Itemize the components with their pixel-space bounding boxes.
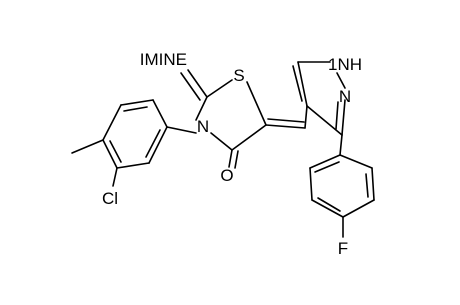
bond-c4-c5-inner [292, 65, 303, 102]
bond-ar6 [309, 154, 341, 169]
methine-bridge [265, 105, 308, 129]
pyrazole-ring [292, 61, 346, 136]
pyrazole-nh-label: 1NH [328, 55, 362, 74]
bond-ar-inner3 [314, 161, 340, 173]
bond-ar1 [339, 154, 373, 169]
bond-c4-c5 [297, 61, 308, 107]
bond-b-inner1 [123, 106, 148, 112]
bond-b3 [102, 104, 122, 141]
bond-b-inner2 [109, 140, 122, 163]
bond-n2-c3 [341, 99, 346, 136]
fluorophenyl-ring [309, 134, 375, 238]
bond-c5-ch-2 [267, 118, 305, 123]
bond-ar2 [371, 167, 375, 201]
sulfur-label: S [233, 66, 244, 85]
bond-b2 [120, 99, 154, 106]
bond-c2-n3 [195, 96, 208, 121]
bond-c3-c4 [306, 105, 343, 136]
bond-ar5 [309, 167, 313, 201]
bond-carbonyl-2 [234, 150, 239, 169]
bond-b5 [116, 162, 150, 169]
thiazolidinone-ring [180, 69, 267, 169]
chloromethylphenyl-ring [71, 99, 197, 187]
bond-ar4 [311, 199, 344, 218]
ring-nitrogen-label: N [197, 117, 209, 136]
bond-b1 [152, 99, 168, 128]
bond-n-aryl [166, 126, 197, 134]
bond-c5-c4 [231, 124, 267, 151]
bond-cl [112, 167, 118, 187]
bond-imine-double-2 [180, 72, 201, 101]
bond-s1-c5 [246, 81, 267, 126]
bond-pyrazole-aryl [339, 134, 343, 156]
pyrazole-n-label: N [339, 87, 351, 106]
bond-ch-pyrazole [304, 105, 308, 129]
bond-b-inner3 [145, 129, 161, 158]
bond-carbonyl-1 [228, 149, 233, 168]
bond-c4-n3 [210, 132, 233, 151]
imine-label: IMINE [140, 50, 187, 69]
bond-b6 [148, 126, 168, 164]
bond-c2-s1 [206, 79, 233, 98]
carbonyl-oxygen-label: O [220, 166, 233, 185]
bond-n1-n2 [336, 72, 346, 89]
bond-c5-ch-1 [265, 124, 306, 129]
bond-methyl [71, 139, 104, 154]
bond-n2-c3-inner [335, 101, 339, 130]
bond-ar-inner1 [365, 173, 369, 198]
bond-ar-inner2 [317, 197, 341, 212]
fluorine-label: F [338, 239, 348, 258]
bond-ar3 [342, 199, 375, 218]
bond-b4 [102, 139, 118, 169]
bond-imine-double-1 [187, 69, 208, 98]
chlorine-label: Cl [102, 189, 118, 208]
